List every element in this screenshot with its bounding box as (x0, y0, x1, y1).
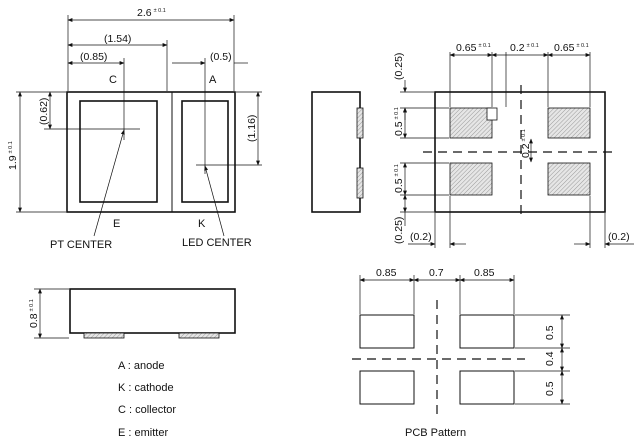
end-terminal-top (356, 107, 364, 139)
pcb-hgap-dim: 0.4 (544, 351, 556, 366)
side-view-outline (69, 288, 236, 334)
legend-item: K : cathode (118, 382, 174, 394)
pin-k-label: K (198, 218, 206, 230)
pad-bottom-left (449, 162, 493, 196)
pad-w-left-dim: 0.65± 0.1 (456, 42, 491, 54)
pad-bottom-right (547, 162, 591, 196)
a-half-dim: (0.5) (210, 51, 232, 63)
right-margin-dim: (0.2) (608, 231, 630, 243)
pad-top-left (449, 107, 493, 139)
legend-item: E : emitter (118, 427, 168, 439)
pcb-w1-dim: 0.85 (376, 267, 397, 279)
legend-item: C : collector (118, 404, 176, 416)
pcb-h2-dim: 0.5 (544, 381, 556, 396)
side-terminal-right (178, 332, 220, 339)
c-half-dim: (0.85) (80, 51, 107, 63)
pcb-pad-top-right (459, 314, 515, 349)
offset-c-dim: (1.54) (104, 33, 131, 45)
package-outline (66, 91, 236, 213)
pcb-h1-dim: 0.5 (544, 325, 556, 340)
pin-legend: A : anode K : cathode C : collector E : … (118, 360, 176, 439)
led-center-label: LED CENTER (182, 237, 252, 249)
pcb-w2-dim: 0.85 (474, 267, 495, 279)
pin-e-label: E (113, 218, 120, 230)
end-view-outline (311, 91, 361, 213)
pcb-title: PCB Pattern (405, 427, 466, 439)
pt-center-label: PT CENTER (50, 239, 112, 251)
end-view (311, 91, 364, 213)
c-vert-dim: (0.62) (38, 98, 50, 125)
width-dim: 2.6± 0.1 (137, 7, 166, 19)
left-margin-dim: (0.2) (410, 231, 432, 243)
side-terminal-left (83, 332, 125, 339)
side-view: 0.8± 0.1 (28, 288, 236, 339)
pcb-pad-top-left (359, 314, 415, 349)
pad-h-bottom-dim: 0.5± 0.1 (393, 164, 405, 193)
pcb-gap-dim: 0.7 (429, 267, 444, 279)
height-dim: 1.9± 0.1 (7, 141, 19, 170)
thickness-dim: 0.8± 0.1 (28, 299, 40, 328)
top-view: 2.6± 0.1 (1.54) (0.85) (0.5) C A 1.9± 0.… (7, 7, 262, 251)
bottom-margin-dim: (0.25) (393, 217, 405, 244)
pad-h-top-dim: 0.5± 0.1 (393, 107, 405, 136)
pin-c-label: C (109, 74, 117, 86)
pin-a-label: A (209, 74, 217, 86)
pcb-pattern: 0.85 0.7 0.85 0.5 0.4 0.5 PCB Pattern (352, 267, 570, 439)
bottom-view: 0.65± 0.1 0.2± 0.1 0.65± 0.1 (0.25) 0.5±… (393, 42, 634, 248)
pad-w-right-dim: 0.65± 0.1 (554, 42, 589, 54)
legend-item: A : anode (118, 360, 165, 372)
pcb-pad-bottom-left (359, 370, 415, 405)
pad-notch (486, 107, 498, 121)
gap-dim: 0.2± 0.1 (510, 42, 539, 54)
mid-gap-dim: 0.2± 0.1 (520, 129, 532, 158)
end-terminal-bottom (356, 167, 364, 199)
pt-window (79, 100, 158, 203)
pad-top-right (547, 107, 591, 139)
pcb-pad-bottom-right (459, 370, 515, 405)
a-vert-dim: (1.16) (246, 115, 258, 142)
top-margin-dim: (0.25) (393, 53, 405, 80)
